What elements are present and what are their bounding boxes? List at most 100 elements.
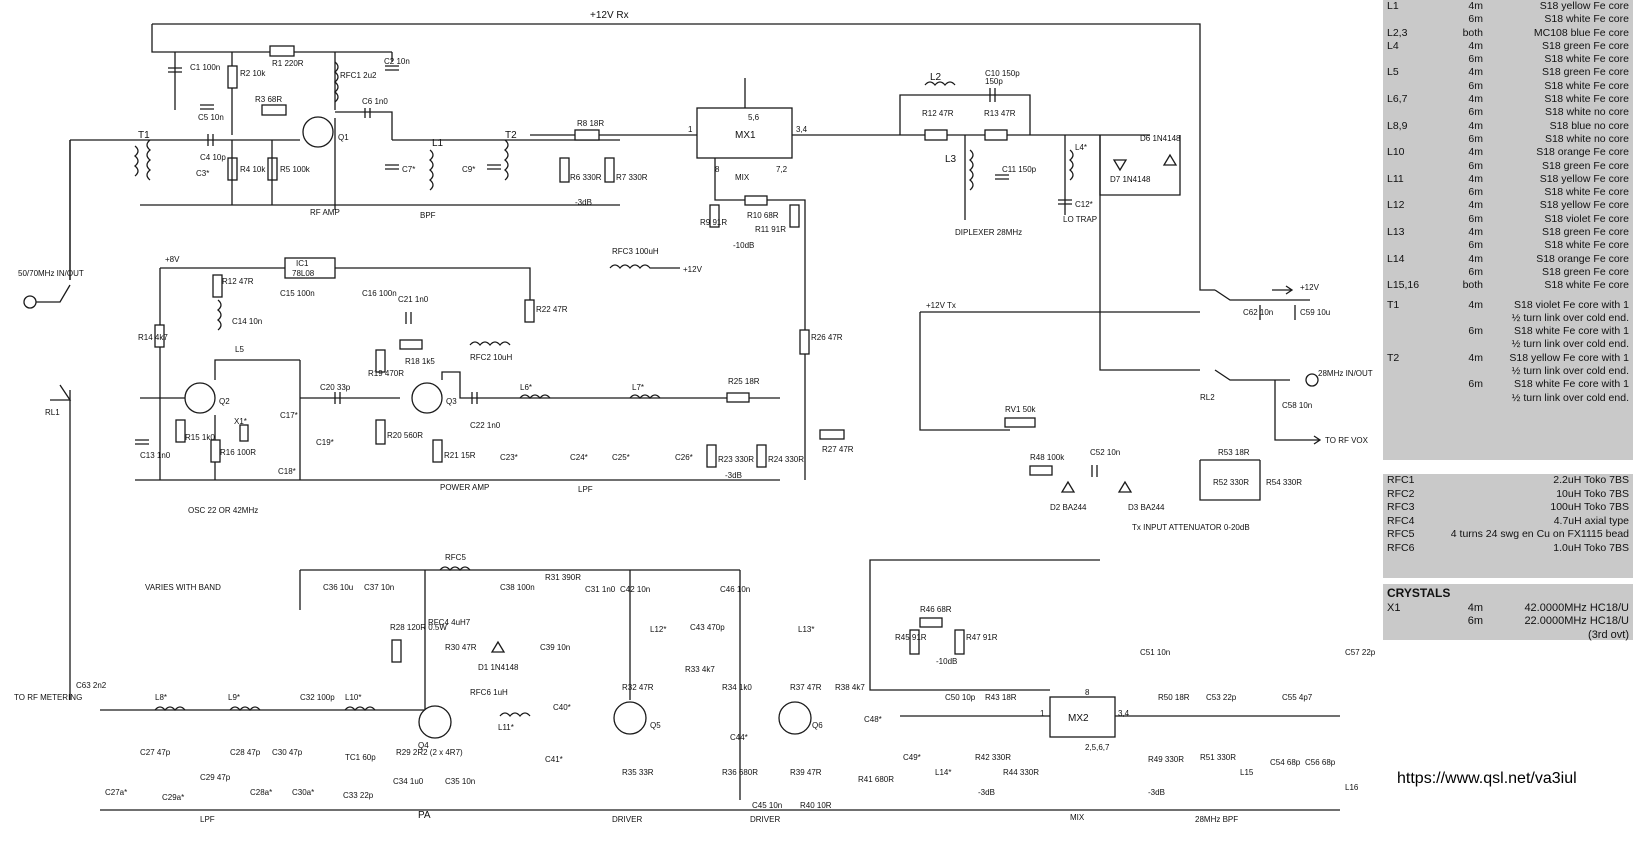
svg-text:C58 10n: C58 10n [1282, 401, 1312, 410]
svg-text:C18*: C18* [278, 467, 296, 476]
svg-text:C28a*: C28a* [250, 788, 272, 797]
svg-text:LPF: LPF [578, 485, 593, 494]
coil-desc: S18 white no core [1544, 132, 1629, 145]
svg-text:R47 91R: R47 91R [966, 633, 998, 642]
svg-text:3,4: 3,4 [1118, 709, 1130, 718]
svg-text:3,4: 3,4 [796, 125, 808, 134]
coil-name: L15,16 [1387, 279, 1420, 292]
svg-text:C22 1n0: C22 1n0 [470, 421, 501, 430]
transformer-band: 6m [1468, 325, 1483, 338]
svg-text:RL2: RL2 [1200, 393, 1215, 402]
svg-text:R41 680R: R41 680R [858, 775, 894, 784]
crystal-band: 4m [1467, 602, 1483, 614]
svg-text:L3: L3 [945, 154, 957, 165]
svg-text:C55 4p7: C55 4p7 [1282, 693, 1313, 702]
svg-text:R4 10k: R4 10k [240, 165, 266, 174]
transformer-desc: S18 white Fe core with 1 ½ turn link ove… [1511, 325, 1629, 351]
svg-text:C29a*: C29a* [162, 793, 184, 802]
svg-text:L5: L5 [235, 345, 244, 354]
svg-text:C21 1n0: C21 1n0 [398, 295, 429, 304]
coil-desc: S18 green Fe core [1542, 226, 1629, 239]
coil-name [1387, 266, 1445, 279]
rfc-name: RFC2 [1387, 487, 1415, 500]
svg-text:D2 BA244: D2 BA244 [1050, 503, 1087, 512]
svg-text:R23 330R: R23 330R [718, 455, 754, 464]
svg-text:R43 18R: R43 18R [985, 693, 1017, 702]
coil-desc: S18 yellow Fe core [1539, 0, 1629, 12]
transformer-band: 4m [1468, 298, 1483, 311]
coil-name [1387, 106, 1445, 119]
svg-text:C2 10n: C2 10n [384, 57, 410, 66]
svg-text:C46 10n: C46 10n [720, 585, 750, 594]
coil-desc: S18 white no core [1544, 106, 1629, 119]
coil-desc: S18 green Fe core [1542, 39, 1629, 52]
coil-band: 4m [1468, 226, 1483, 239]
svg-text:R45 91R: R45 91R [895, 633, 927, 642]
svg-text:L15: L15 [1240, 768, 1254, 777]
svg-text:DRIVER: DRIVER [612, 815, 642, 824]
svg-text:C45 10n: C45 10n [752, 801, 782, 810]
svg-text:C9*: C9* [462, 165, 475, 174]
coil-desc: S18 orange Fe core [1536, 252, 1629, 265]
svg-text:C57 22p: C57 22p [1345, 648, 1376, 657]
svg-text:RFC1 2u2: RFC1 2u2 [340, 71, 377, 80]
svg-text:IC1: IC1 [296, 259, 309, 268]
svg-text:T1: T1 [138, 130, 150, 141]
coil-band: 4m [1468, 93, 1483, 106]
coil-band: 6m [1468, 132, 1483, 145]
svg-text:PA: PA [418, 810, 431, 821]
svg-text:C50 10p: C50 10p [945, 693, 976, 702]
svg-text:7,2: 7,2 [776, 165, 788, 174]
svg-text:R19 470R: R19 470R [368, 369, 404, 378]
svg-text:C27a*: C27a* [105, 788, 127, 797]
svg-text:C54 68p: C54 68p [1270, 758, 1301, 767]
crystal-desc: 42.0000MHz HC18/U [1524, 602, 1629, 614]
svg-text:OSC 22 OR 42MHz: OSC 22 OR 42MHz [188, 506, 258, 515]
transformer-desc: S18 violet Fe core with 1 ½ turn link ov… [1511, 298, 1629, 324]
svg-text:L12*: L12* [650, 625, 666, 634]
svg-text:C44*: C44* [730, 733, 748, 742]
mx1-section: R8 18R R6 330R R7 330R -3dB MX1 1 5,6 3,… [530, 78, 1150, 480]
coil-desc: S18 white Fe core [1544, 53, 1629, 66]
mx1-block [696, 107, 793, 159]
svg-text:C1 100n: C1 100n [190, 63, 220, 72]
coil-band: 4m [1468, 66, 1483, 79]
svg-text:R9 91R: R9 91R [700, 218, 727, 227]
svg-text:R7 330R: R7 330R [616, 173, 648, 182]
svg-text:Q1: Q1 [338, 133, 349, 142]
svg-text:C41*: C41* [545, 755, 563, 764]
coil-name [1387, 213, 1445, 226]
svg-text:R10 68R: R10 68R [747, 211, 779, 220]
coil-name [1387, 80, 1445, 93]
svg-text:1: 1 [1040, 709, 1045, 718]
svg-text:C26*: C26* [675, 453, 693, 462]
svg-text:C49*: C49* [903, 753, 921, 762]
Q5-transistor [613, 701, 647, 735]
svg-text:C23*: C23* [500, 453, 518, 462]
svg-text:R8 18R: R8 18R [577, 119, 604, 128]
svg-text:L10*: L10* [345, 693, 361, 702]
coil-name [1387, 186, 1445, 199]
crystal-name [1387, 615, 1445, 628]
svg-text:C5 10n: C5 10n [198, 113, 224, 122]
rfc-desc: 10uH Toko 7BS [1556, 487, 1629, 500]
svg-text:-3dB: -3dB [978, 788, 995, 797]
transformer-desc: S18 yellow Fe core with 1 ½ turn link ov… [1509, 351, 1629, 378]
svg-text:D7 1N4148: D7 1N4148 [1110, 175, 1151, 184]
svg-text:R32 47R: R32 47R [622, 683, 654, 692]
svg-text:C62 10n: C62 10n [1243, 308, 1273, 317]
svg-text:LPF: LPF [200, 815, 215, 824]
svg-text:C39 10n: C39 10n [540, 643, 570, 652]
svg-text:C13 1n0: C13 1n0 [140, 451, 171, 460]
